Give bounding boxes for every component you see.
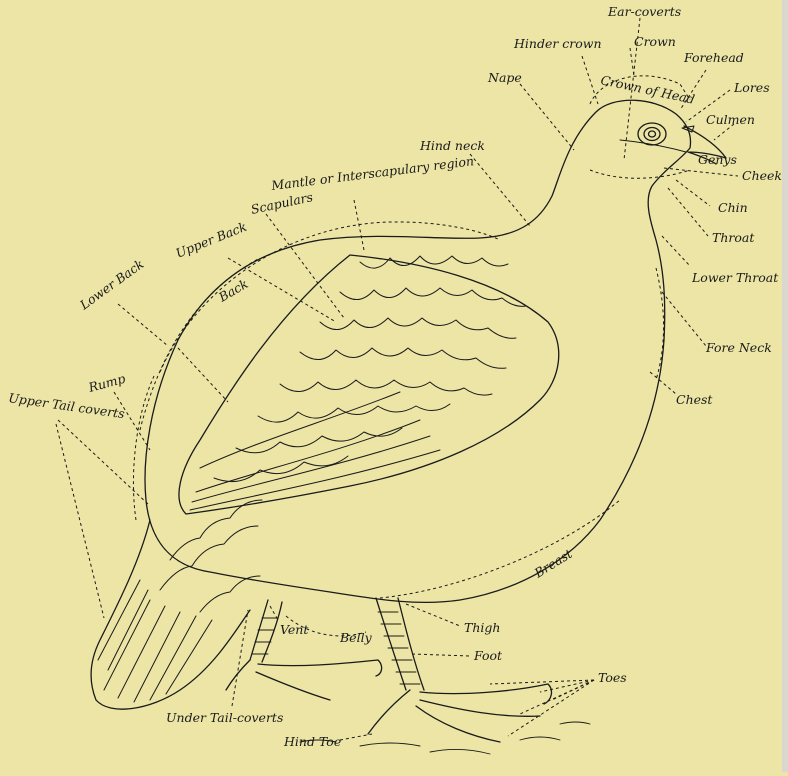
label-upper-tail-coverts: Upper Tail coverts — [8, 390, 126, 421]
label-forehead: Forehead — [683, 50, 744, 65]
label-breast: Breast — [531, 545, 576, 581]
leader-foot — [412, 654, 470, 656]
page-edge — [782, 0, 788, 772]
leader-lower-back — [118, 304, 168, 346]
leader-chin — [676, 180, 710, 206]
toes-right — [368, 684, 551, 742]
label-back: Back — [215, 276, 250, 305]
label-culmen: Culmen — [706, 112, 755, 127]
ground-marks — [300, 722, 590, 754]
eye — [638, 123, 666, 145]
pupil — [649, 131, 656, 137]
label-rump: Rump — [86, 371, 127, 395]
label-crown: Crown — [634, 34, 676, 49]
label-vent: Vent — [280, 622, 309, 637]
gape-line — [620, 140, 686, 152]
eye-inner — [644, 128, 660, 141]
label-scapulars: Scapulars — [250, 189, 315, 217]
leader-cheeks — [664, 168, 738, 176]
label-throat: Throat — [712, 230, 755, 245]
breast-boundary — [380, 500, 620, 598]
leader-back — [178, 348, 228, 402]
label-nape: Nape — [487, 70, 522, 85]
tail-outline — [91, 520, 250, 709]
jaw-curve — [590, 170, 690, 178]
leader-hind-neck — [470, 154, 530, 226]
leader-fore-neck — [662, 292, 706, 346]
label-under-tail-coverts: Under Tail-coverts — [166, 710, 283, 725]
rump-boundary — [133, 376, 154, 520]
leader-upper-tail-coverts-1 — [58, 420, 148, 504]
label-thigh: Thigh — [464, 620, 500, 635]
label-hind-neck: Hind neck — [419, 138, 485, 153]
leader-chest — [650, 372, 676, 394]
label-toes: Toes — [598, 670, 627, 685]
toes-left — [226, 660, 382, 700]
leader-thigh — [406, 604, 460, 626]
flank-feathers — [160, 500, 262, 612]
label-upper-back: Upper Back — [174, 219, 249, 261]
leader-throat — [668, 188, 708, 236]
leg-scales — [252, 612, 420, 684]
label-lores: Lores — [733, 80, 770, 95]
label-mantle: Mantle or Interscapulary region — [270, 153, 475, 193]
label-genys: Genys — [698, 152, 737, 167]
label-ear-coverts: Ear-coverts — [607, 4, 681, 19]
leader-toes-2 — [540, 680, 594, 692]
label-chest: Chest — [676, 392, 713, 407]
label-lower-back: Lower Back — [76, 256, 146, 313]
label-belly: Belly — [339, 630, 373, 645]
leader-nape — [520, 84, 574, 150]
leader-toes-1 — [490, 680, 594, 684]
leader-hinder-crown — [582, 56, 598, 104]
leader-lower-throat — [662, 236, 690, 266]
leader-toes-4 — [520, 680, 594, 714]
fore-neck-curve — [656, 268, 664, 380]
leader-hind-toe — [340, 734, 372, 740]
label-lower-throat: Lower Throat — [691, 270, 779, 285]
leader-scapulars — [266, 214, 344, 318]
tail-feathers — [98, 580, 212, 702]
label-foot: Foot — [473, 648, 503, 663]
leg-left — [250, 600, 282, 662]
label-hinder-crown: Hinder crown — [513, 36, 602, 51]
label-chin: Chin — [718, 200, 748, 215]
leader-upper-tail-coverts-2 — [56, 424, 104, 618]
wing-feather-scales — [214, 256, 526, 482]
leader-crown — [630, 48, 634, 76]
label-fore-neck: Fore Neck — [705, 340, 772, 355]
label-hind-toe: Hind Toe — [283, 734, 341, 749]
